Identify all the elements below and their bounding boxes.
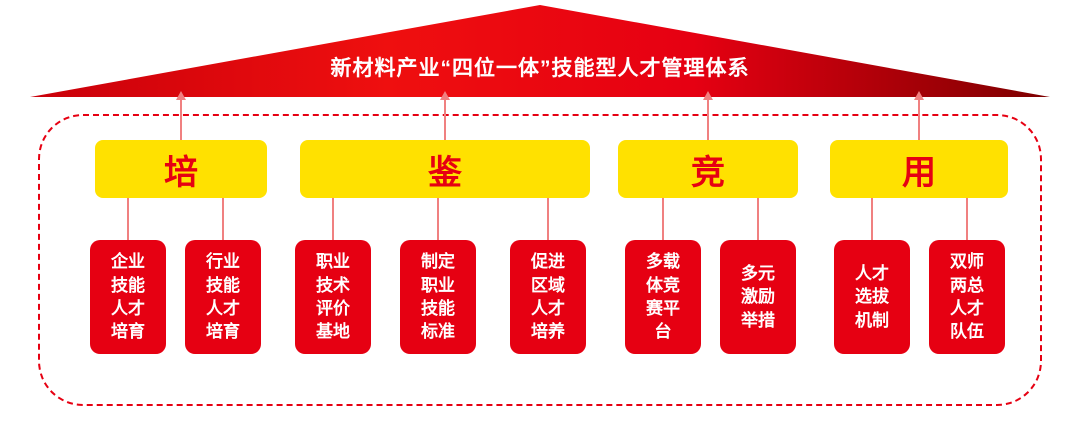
dashed-frame (38, 114, 1042, 406)
up-arrow-icon (440, 91, 450, 140)
up-arrow-icon (914, 91, 924, 140)
child-text: 多载 体竞 赛平 台 (646, 252, 680, 342)
connector-line (222, 198, 224, 240)
child-text: 多元 激励 举措 (741, 263, 775, 330)
child-text: 人才 选拔 机制 (855, 263, 889, 330)
group-box-jian: 鉴 (300, 140, 590, 198)
connector-line (662, 198, 664, 240)
child-box: 行业 技能 人才 培育 (185, 240, 261, 354)
child-text: 职业 技术 评价 基地 (316, 252, 350, 342)
child-box: 多元 激励 举措 (720, 240, 796, 354)
group-label: 竞 (691, 153, 725, 192)
up-arrow-icon (703, 91, 713, 140)
child-box: 多载 体竞 赛平 台 (625, 240, 701, 354)
child-text: 双师 两总 人才 队伍 (950, 252, 984, 342)
child-text: 企业 技能 人才 培育 (111, 252, 145, 342)
child-box: 企业 技能 人才 培育 (90, 240, 166, 354)
child-box: 双师 两总 人才 队伍 (929, 240, 1005, 354)
connector-line (547, 198, 549, 240)
connector-line (757, 198, 759, 240)
roof-triangle (30, 5, 1050, 97)
group-box-yong: 用 (830, 140, 1008, 198)
connector-line (127, 198, 129, 240)
connector-line (332, 198, 334, 240)
group-label: 鉴 (428, 153, 462, 192)
child-box: 制定 职业 技能 标准 (400, 240, 476, 354)
connector-line (437, 198, 439, 240)
child-text: 制定 职业 技能 标准 (421, 252, 455, 342)
group-box-jing: 竞 (618, 140, 798, 198)
connector-line (966, 198, 968, 240)
group-label: 培 (164, 153, 198, 192)
group-box-pei: 培 (95, 140, 267, 198)
child-box: 职业 技术 评价 基地 (295, 240, 371, 354)
child-box: 人才 选拔 机制 (834, 240, 910, 354)
child-text: 行业 技能 人才 培育 (206, 252, 240, 342)
up-arrow-icon (176, 91, 186, 140)
group-label: 用 (902, 153, 936, 192)
diagram-title: 新材料产业“四位一体”技能型人才管理体系 (330, 57, 750, 80)
child-box: 促进 区域 人才 培养 (510, 240, 586, 354)
child-text: 促进 区域 人才 培养 (531, 252, 565, 342)
connector-line (871, 198, 873, 240)
